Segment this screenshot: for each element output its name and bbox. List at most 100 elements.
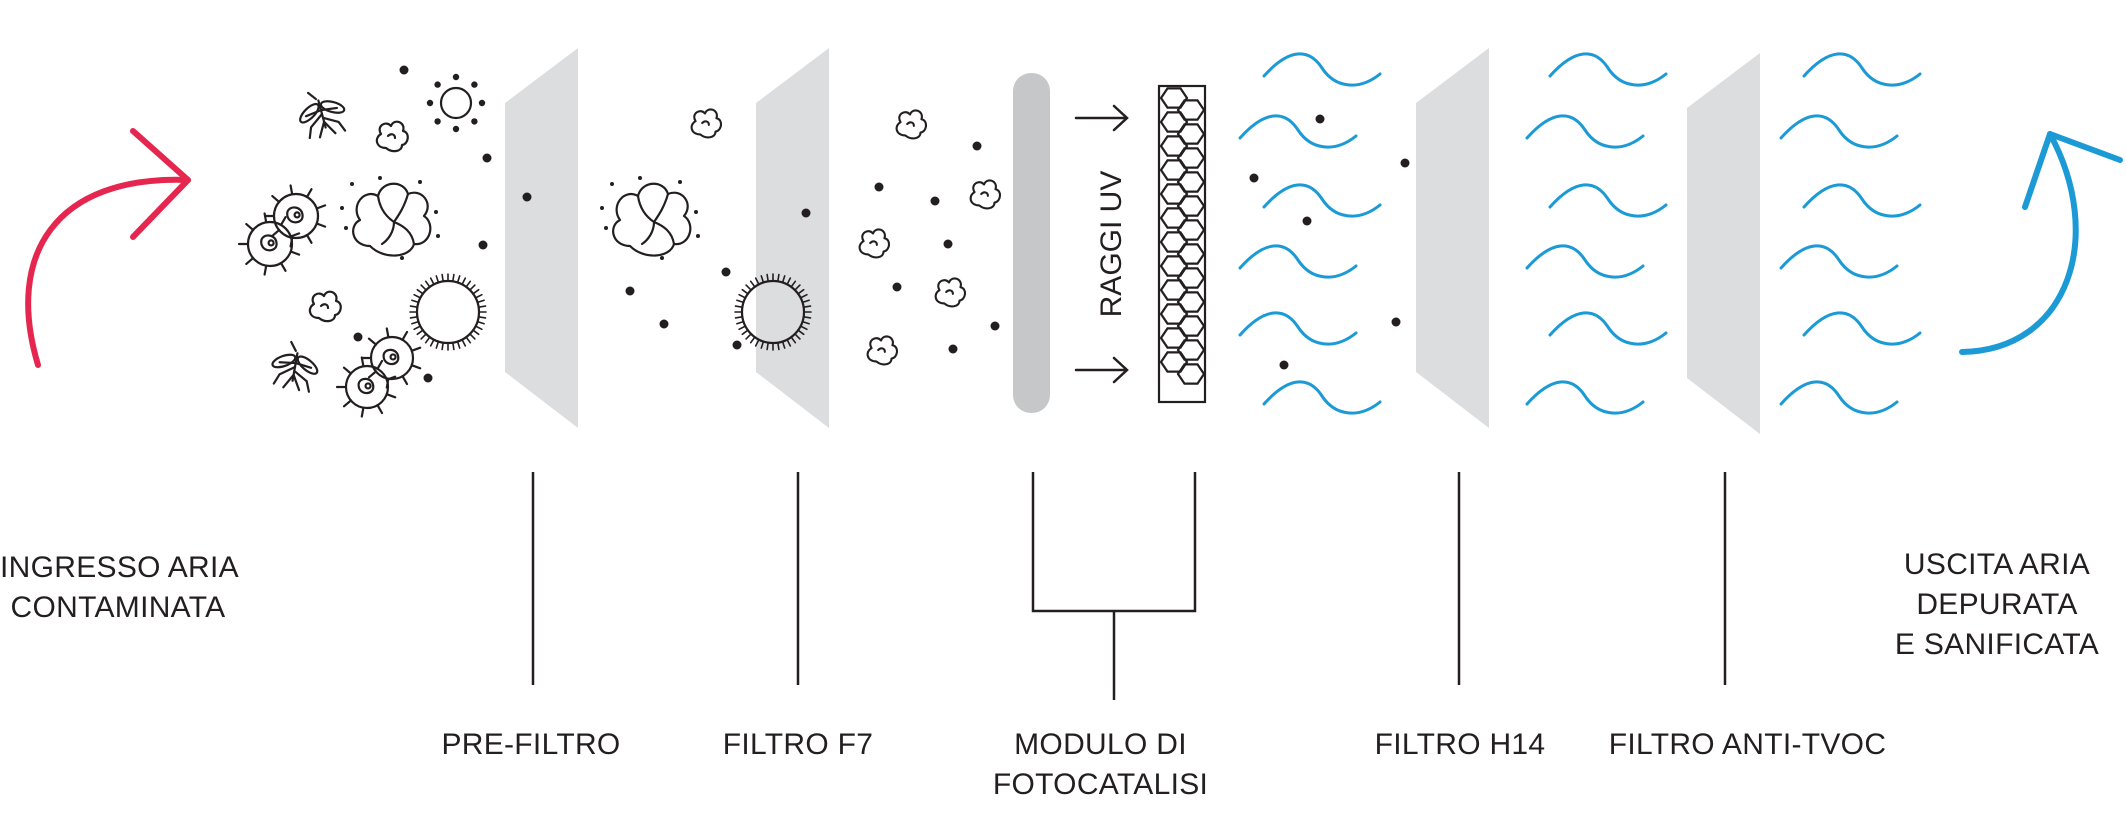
honeycomb-cell [1159,255,1189,277]
honeycomb-cell [1159,135,1189,157]
particle-dot-icon [1315,114,1325,124]
particle-dot-icon [1302,216,1312,226]
f7-filter-label: FILTRO F7 [722,728,874,761]
honeycomb-cell [1176,195,1206,217]
particle-dot-icon [1400,158,1410,168]
particle-dot-icon [943,239,953,249]
dust-cloud-icon [934,277,967,308]
mosquito-icon [299,91,347,140]
h14-filter-label: FILTRO H14 [1374,728,1546,761]
pollen-icon [426,73,486,133]
particle-dot-icon [1249,173,1259,183]
honeycomb-cell [1176,123,1206,145]
inlet-arrow-icon [25,128,191,368]
air-wave-icon [1548,183,1668,218]
particle-dot-icon [801,208,811,218]
particle-dot-icon [625,286,635,296]
honeycomb-cell [1159,111,1189,133]
outlet-label: USCITA ARIA DEPURATA E SANIFICATA [1894,548,2100,661]
uv-ray-arrows [1074,104,1129,384]
honeycomb-cell [1176,147,1206,169]
honeycomb-cell [1159,183,1189,205]
honeycomb-cell [1159,303,1189,325]
stage-connectors [531,472,1727,700]
air-wave-icon [1802,311,1922,346]
particle-dot-icon [930,196,940,206]
air-wave-icon [1525,114,1645,149]
particle-dot-icon [972,141,982,151]
honeycomb-cell [1176,243,1206,265]
air-wave-icon [1262,380,1382,415]
dust-cloud-icon [866,335,899,366]
air-wave-icon [1779,380,1899,415]
h14-filter-panel [1416,48,1489,428]
particle-dot-icon [353,332,363,342]
particle-dot-icon [482,153,492,163]
virus-icon [409,273,487,351]
dust-cloud-icon [690,108,723,139]
filter-panels [505,48,1760,434]
honeycomb-cell [1159,351,1189,373]
dust-cloud-icon [375,120,409,153]
air-wave-icon [1802,183,1922,218]
honeycomb-cell [1176,171,1206,193]
dust-cloud-icon [969,179,1002,210]
honeycomb-cell [1159,159,1189,181]
bacteria-icon [237,212,301,276]
air-wave-icon [1779,114,1899,149]
air-wave-icon [1238,311,1358,346]
honeycomb-catalyst-icon [1157,84,1207,404]
particle-dot-icon [1391,317,1401,327]
contaminants [237,65,1410,418]
air-wave-icon [1548,311,1668,346]
particle-dot-icon [721,267,731,277]
outlet-arrow-icon [1959,131,2123,355]
air-wave-icon [1802,52,1922,87]
dust-cloud-icon [858,228,891,259]
dust-cloud-icon [895,109,928,140]
honeycomb-cell [1176,219,1206,241]
air-wave-icon [1262,52,1382,87]
particle-dot-icon [1279,360,1289,370]
particle-dot-icon [423,373,433,383]
honeycomb-cell [1176,315,1206,337]
pre-filter-panel [505,48,578,428]
particle-dot-icon [478,240,488,250]
particle-dot-icon [732,340,742,350]
pre-filter-label: PRE-FILTRO [441,728,621,761]
honeycomb-cell [1159,279,1189,301]
honeycomb-cell [1159,207,1189,229]
honeycomb-cell [1159,327,1189,349]
honeycomb-cell [1176,267,1206,289]
virus-icon [734,273,812,351]
inlet-label: INGRESSO ARIA CONTAMINATA [0,551,239,624]
air-wave-icon [1548,52,1668,87]
particle-dot-icon [892,282,902,292]
particle-dot-icon [399,65,409,75]
anti-tvoc-filter-label: FILTRO ANTI-TVOC [1608,728,1887,761]
f7-filter-panel [756,48,829,428]
honeycomb-cell [1176,99,1206,121]
honeycomb-cell [1159,231,1189,253]
dust-cloud-icon [308,290,342,323]
uv-label: RAGGI UV [1095,171,1128,318]
air-wave-icon [1238,114,1358,149]
particle-dot-icon [659,319,669,329]
air-wave-icon [1525,380,1645,415]
particle-dot-icon [874,182,884,192]
uv-lamp-icon [1013,73,1050,413]
air-wave-icon [1525,244,1645,279]
honeycomb-cell [1159,87,1189,109]
air-wave-icon [1238,244,1358,279]
dust-cloud-icon [340,176,440,260]
anti-tvoc-filter-panel [1687,53,1760,434]
air-wave-icon [1262,183,1382,218]
particle-dot-icon [990,321,1000,331]
dust-cloud-icon [600,176,700,260]
particle-dot-icon [522,192,532,202]
photocatalysis-connector [1031,472,1197,700]
honeycomb-cell [1176,291,1206,313]
honeycomb-cell [1176,339,1206,361]
clean-air-waves [1238,52,1922,415]
photocatalysis-label: MODULO DI FOTOCATALISI [992,728,1209,801]
